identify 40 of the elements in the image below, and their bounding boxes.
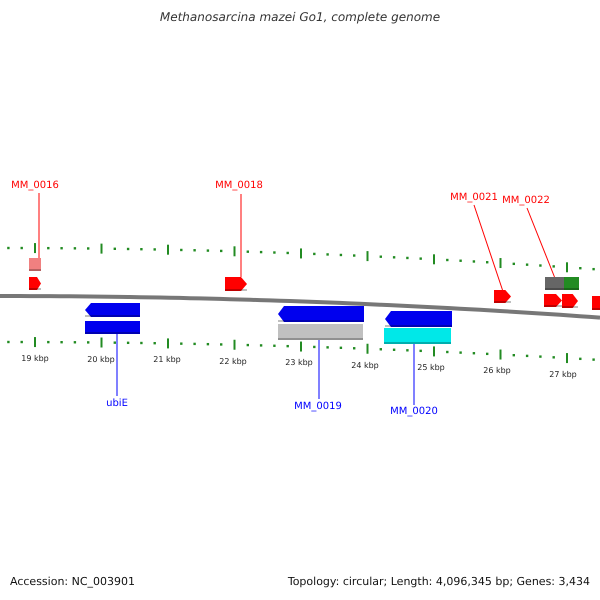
gene-label: ubiE	[106, 398, 128, 409]
gene-feature	[562, 294, 578, 308]
scale-label: 26 kbp	[483, 366, 511, 376]
scale-label: 22 kbp	[219, 356, 247, 366]
scale-label: 19 kbp	[21, 354, 49, 364]
gene-block	[29, 258, 41, 271]
gene-feature	[544, 294, 562, 307]
scale-label: 27 kbp	[549, 370, 577, 379]
scale-label: 21 kbp	[153, 355, 181, 364]
footer-note: Accession: NC_003901	[10, 575, 136, 588]
gene-feature	[85, 303, 140, 317]
leader-line	[116, 334, 118, 396]
gene-block	[278, 324, 363, 340]
leader-line	[38, 192, 40, 258]
gene-feature	[592, 296, 600, 310]
gene-block	[564, 277, 579, 290]
gene-feature	[29, 277, 41, 290]
scale-label: 23 kbp	[285, 358, 313, 368]
gene-label: MM_0016	[11, 180, 59, 191]
gene-label: MM_0022	[502, 195, 550, 206]
leader-line	[240, 194, 242, 278]
scale-label: 25 kbp	[417, 363, 445, 372]
scale-label: 24 kbp	[351, 360, 379, 370]
gene-label: MM_0019	[294, 401, 342, 412]
gene-block	[384, 328, 451, 344]
gene-label: MM_0020	[390, 406, 438, 417]
leader-line	[318, 340, 320, 400]
title: Methanosarcina mazei Go1, complete genome	[158, 10, 442, 24]
gene-label: MM_0018	[215, 180, 263, 191]
gene-feature	[494, 290, 511, 303]
gene-feature	[278, 306, 364, 322]
gene-feature	[225, 277, 247, 291]
gene-block	[545, 277, 564, 290]
gene-block	[85, 321, 140, 334]
gene-label: MM_0021	[450, 192, 498, 203]
leader-line	[474, 204, 503, 290]
gene-feature	[385, 311, 452, 327]
scale-label: 20 kbp	[87, 354, 115, 364]
leader-line	[526, 208, 555, 278]
footer-note: Topology: circular; Length: 4,096,345 bp; Genes: 3,434	[288, 575, 590, 588]
